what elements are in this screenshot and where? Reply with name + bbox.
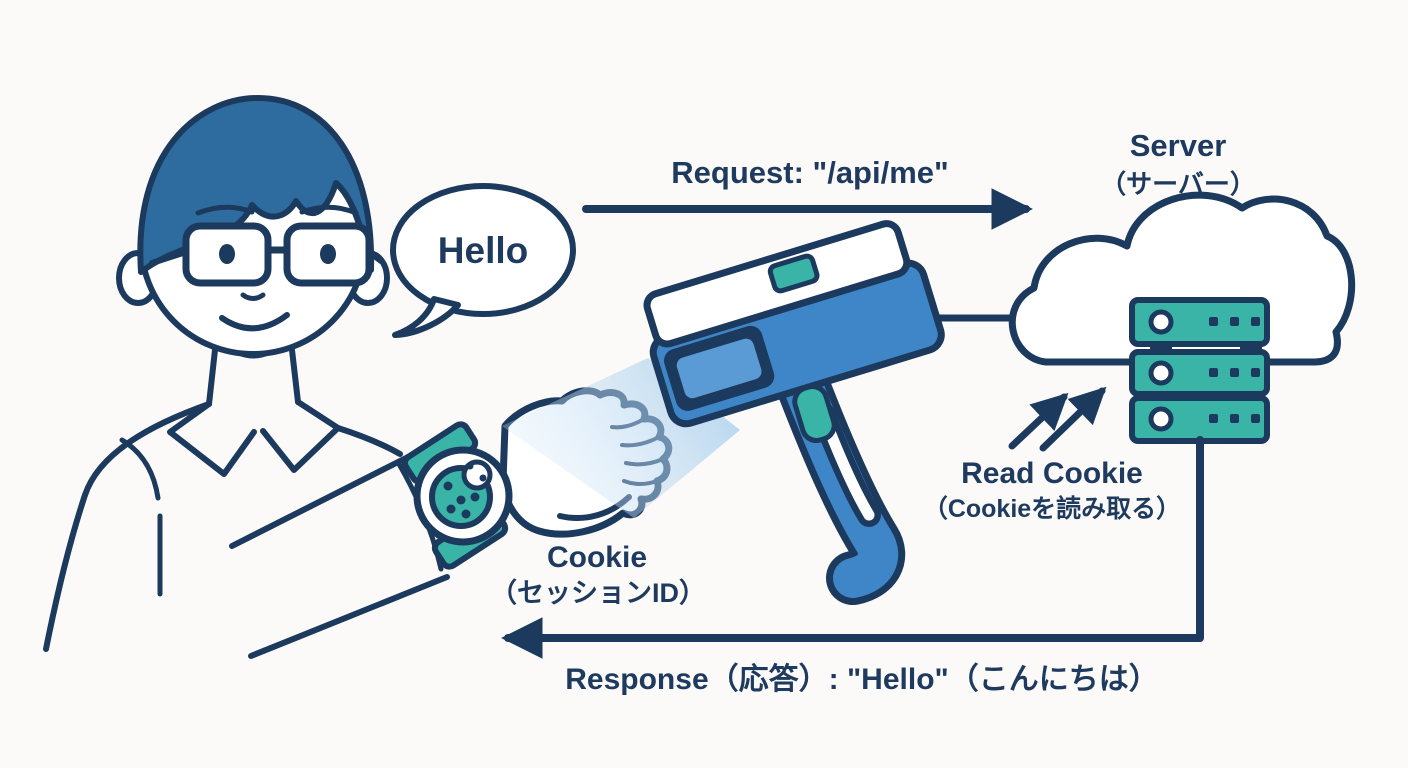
server-rack-icon bbox=[1129, 297, 1270, 444]
glasses-right-temple bbox=[366, 249, 384, 264]
neck-left bbox=[206, 347, 218, 407]
read-cookie-label-en: Read Cookie bbox=[961, 457, 1143, 490]
scanner-trigger bbox=[792, 383, 837, 444]
rack-dots-1 bbox=[1209, 317, 1260, 326]
right-eye bbox=[320, 244, 336, 264]
cloud-server: Server （サーバー） bbox=[1008, 128, 1356, 444]
cookie-chip-5 bbox=[461, 509, 471, 519]
shirt-left-edge bbox=[43, 401, 212, 652]
nose bbox=[240, 292, 266, 301]
mouth bbox=[219, 312, 290, 332]
rack-led-3 bbox=[1148, 406, 1174, 432]
speech-bubble-text: Hello bbox=[438, 230, 528, 271]
right-eyebrow bbox=[299, 204, 359, 216]
barcode-scanner-icon bbox=[643, 220, 945, 605]
request-label: Request: "/api/me" bbox=[671, 155, 948, 190]
server-label-jp: （サーバー） bbox=[1100, 169, 1256, 199]
read-cookie-label-jp: （Cookieを読み取る） bbox=[923, 494, 1181, 523]
glasses-left-temple bbox=[149, 249, 189, 266]
response-arrow-line bbox=[501, 436, 1204, 659]
armpit-crease bbox=[119, 437, 161, 501]
response-label: Response（応答）: "Hello"（こんにちは） bbox=[565, 662, 1159, 696]
cookie-chip-1 bbox=[443, 481, 453, 491]
rack-dots-2 bbox=[1209, 368, 1260, 377]
scanner-window-glass bbox=[676, 338, 762, 399]
person-illustration bbox=[43, 95, 450, 659]
rack-led-2 bbox=[1148, 360, 1174, 386]
forearm-bottom bbox=[248, 574, 450, 659]
request-arrow: Request: "/api/me" bbox=[582, 155, 1033, 230]
shirt-right-edge bbox=[335, 425, 403, 457]
read-cookie-arrows: Read Cookie （Cookieを読み取る） bbox=[923, 386, 1181, 523]
read-arrow-2 bbox=[1039, 386, 1107, 452]
left-eyebrow bbox=[195, 204, 255, 216]
server-label-en: Server bbox=[1130, 128, 1227, 163]
cookie-chip-2 bbox=[456, 495, 466, 505]
smartwatch-cookie-icon bbox=[401, 421, 513, 570]
speech-bubble-tail bbox=[392, 296, 461, 338]
cookie-label-jp: （セッションID） bbox=[490, 578, 706, 608]
response-arrow: Response（応答）: "Hello"（こんにちは） bbox=[501, 436, 1204, 696]
left-eye bbox=[219, 244, 235, 264]
cookie-crumb-2 bbox=[479, 474, 487, 482]
cookie-label-en: Cookie bbox=[547, 541, 647, 574]
speech-bubble-body bbox=[390, 183, 576, 317]
cookie-chip-4 bbox=[446, 504, 456, 514]
speech-bubble: Hello bbox=[390, 183, 576, 338]
collar-left bbox=[167, 401, 257, 477]
collar-right bbox=[260, 399, 341, 473]
neck-right bbox=[289, 347, 301, 405]
cookie-chip-3 bbox=[470, 492, 480, 502]
rack-led-1 bbox=[1148, 309, 1174, 335]
cookie-label: Cookie （セッションID） bbox=[490, 541, 706, 608]
read-arrow-1 bbox=[1008, 392, 1069, 450]
scanner-top-button bbox=[767, 253, 820, 294]
rack-dots-3 bbox=[1209, 414, 1260, 423]
forearm-top bbox=[229, 453, 413, 549]
cookie-crumb-1 bbox=[466, 462, 474, 470]
chin-line bbox=[236, 350, 271, 359]
